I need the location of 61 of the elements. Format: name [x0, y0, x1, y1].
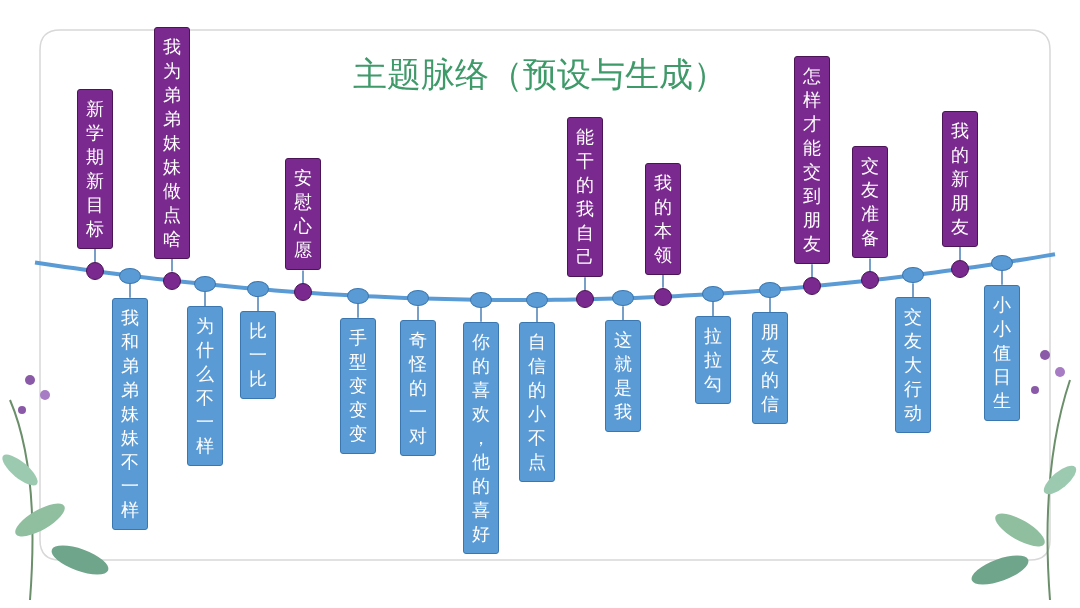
- connector-line: [536, 307, 538, 323]
- connector-line: [622, 305, 624, 322]
- connector-line: [584, 276, 586, 292]
- timeline-dot: [951, 260, 969, 278]
- topic-box: 我为弟弟妹妹做点啥: [154, 26, 190, 259]
- topic-box: 拉拉勾: [695, 316, 731, 405]
- topic-box: 能干的我自己: [567, 117, 603, 278]
- topic-box: 奇怪的一对: [400, 320, 436, 457]
- topic-box: 交友大行动: [895, 297, 931, 434]
- timeline-dot: [861, 271, 879, 290]
- timeline-dot: [803, 277, 821, 296]
- connector-line: [357, 303, 359, 319]
- connector-line: [912, 282, 914, 299]
- topic-box: 朋友的信: [752, 312, 788, 424]
- topic-box: 小小值日生: [984, 284, 1020, 421]
- connector-line: [1001, 270, 1003, 286]
- timeline-dot: [576, 290, 594, 309]
- topic-box: 交友准备: [852, 146, 888, 259]
- topic-box: 我的本领: [645, 162, 681, 275]
- topic-box: 手型变变变: [340, 317, 376, 454]
- timeline-dot: [194, 276, 216, 293]
- connector-line: [480, 307, 482, 323]
- topic-box: 我和弟弟妹妹不一样: [112, 297, 148, 530]
- topic-box: 新学期新目标: [77, 89, 113, 250]
- connector-line: [959, 246, 961, 261]
- timeline-dot: [119, 267, 141, 284]
- timeline-dot: [991, 254, 1013, 271]
- connector-line: [204, 291, 206, 307]
- timeline-dot: [902, 267, 924, 284]
- timeline-dot: [702, 286, 724, 303]
- topic-box: 为什么不一样: [187, 306, 223, 467]
- timeline-dot: [612, 290, 634, 307]
- topic-box: 安慰心愿: [285, 158, 321, 271]
- timeline-dot: [470, 291, 492, 308]
- topic-box: 我的新朋友: [942, 111, 978, 248]
- topic-box: 怎样才能交到朋友: [794, 56, 830, 265]
- timeline-dot: [654, 287, 672, 306]
- timeline-dot: [759, 282, 781, 298]
- connector-line: [662, 274, 664, 289]
- topic-box: 自信的小不点: [519, 321, 555, 482]
- timeline-dot: [86, 262, 104, 281]
- timeline-dot: [163, 271, 181, 290]
- connector-line: [94, 248, 96, 263]
- connector-line: [769, 297, 771, 313]
- connector-line: [171, 257, 173, 273]
- topic-box: 这就是我: [605, 320, 641, 433]
- connector-line: [811, 263, 813, 279]
- topic-box: 比一比: [240, 311, 276, 399]
- timeline-dot: [526, 291, 548, 308]
- connector-line: [417, 305, 419, 322]
- timeline-dot: [407, 290, 429, 307]
- connector-line: [869, 257, 871, 273]
- connector-line: [302, 269, 304, 285]
- connector-line: [712, 301, 714, 317]
- title: 主题脉络（预设与生成）: [353, 53, 727, 96]
- timeline-dot: [247, 281, 269, 297]
- topic-box: 你的喜欢，他的喜好: [463, 321, 499, 554]
- connector-line: [129, 282, 131, 299]
- connector-line: [257, 296, 259, 312]
- timeline-dot: [347, 287, 369, 304]
- timeline-dot: [294, 283, 312, 302]
